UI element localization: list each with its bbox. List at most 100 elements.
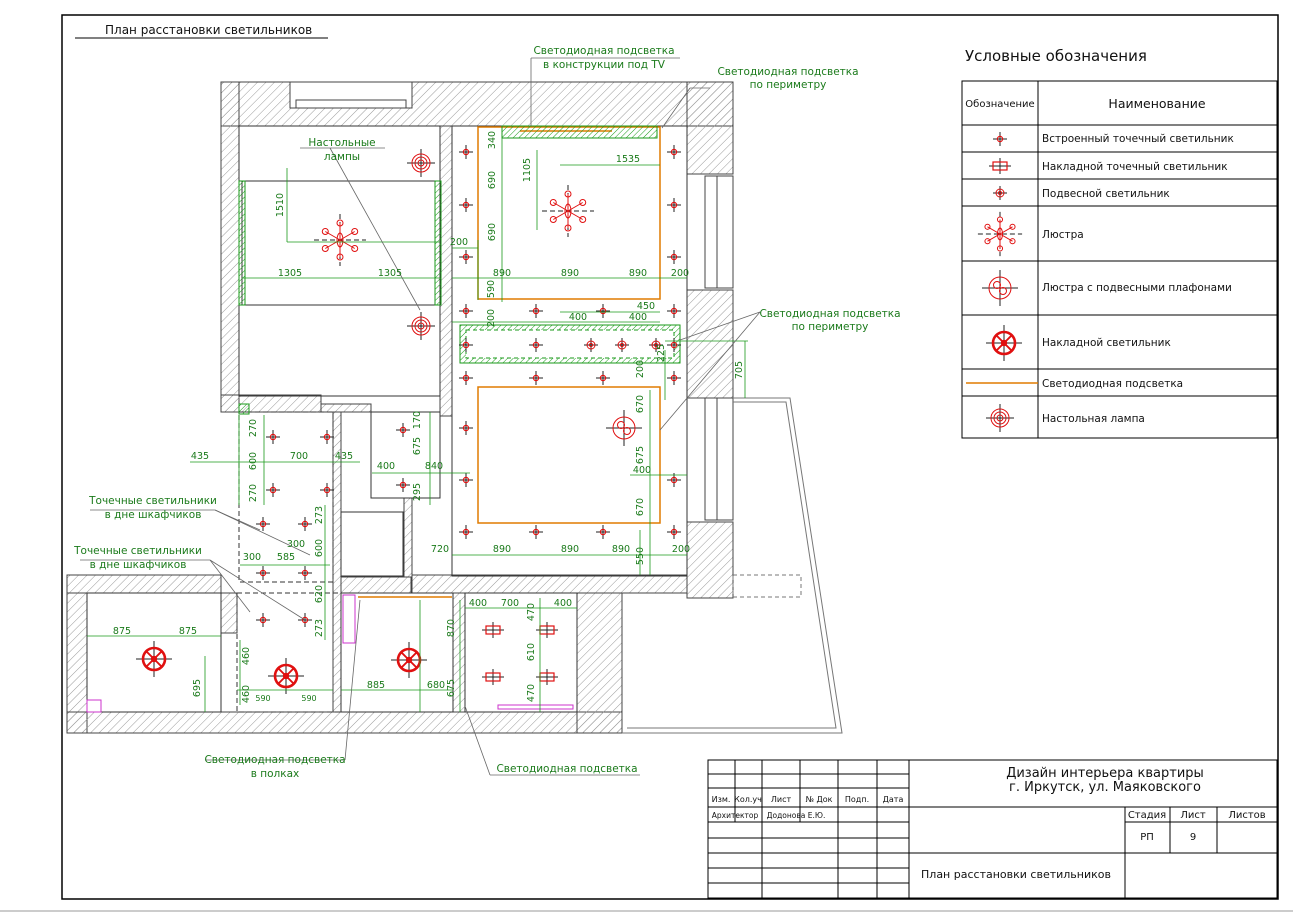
stamp-h-sheets: Листов: [1228, 810, 1265, 821]
dim-670-b: 670: [635, 498, 646, 516]
dim-890-c: 890: [629, 268, 647, 279]
dim-890-d: 890: [493, 544, 511, 555]
recessed-spot-icon: [667, 198, 681, 212]
dim-890-a: 890: [493, 268, 511, 279]
stamp-project-title-2: г. Иркутск, ул. Маяковского: [1009, 780, 1201, 795]
dim-270-b: 270: [248, 484, 259, 502]
dim-870: 870: [446, 619, 457, 637]
dim-435-b: 435: [335, 451, 353, 462]
dim-400-f: 400: [554, 598, 572, 609]
recessed-spot-icon: [459, 338, 473, 352]
sheet-title: План расстановки светильников: [105, 23, 312, 37]
recessed-spot-icon: [529, 338, 543, 352]
surface-spot-icon: [536, 669, 558, 685]
recessed-spot-icon: [256, 517, 270, 531]
legend-col-symbol: Обозначение: [965, 99, 1034, 110]
stamp-role: Архитектор: [712, 811, 759, 820]
recessed-spot-icon: [459, 421, 473, 435]
dim-720: 720: [431, 544, 449, 555]
pendant-icon: [993, 186, 1007, 200]
dim-170: 170: [412, 411, 423, 429]
label-led-perimeter-top-2: по периметру: [750, 79, 827, 91]
desk-lamp-icon: [986, 404, 1014, 432]
leader-lines: [80, 57, 761, 776]
dim-610: 610: [526, 643, 537, 661]
recessed-spot-icon: [459, 250, 473, 264]
recessed-spot-icon: [256, 613, 270, 627]
dim-890-f: 890: [612, 544, 630, 555]
dim-295: 295: [412, 483, 423, 501]
stamp-stage: РП: [1140, 832, 1154, 843]
sheet-frame: [61, 14, 1279, 900]
dim-690-b: 690: [487, 223, 498, 241]
stamp-h-kol: Кол.уч: [734, 795, 762, 804]
walls: [66, 81, 734, 734]
recessed-spot-icon: [529, 304, 543, 318]
dim-875-b: 875: [179, 626, 197, 637]
dim-585: 585: [277, 552, 295, 563]
dim-200-c: 200: [486, 309, 497, 327]
recessed-spot-icon: [667, 525, 681, 539]
floor-plan: 1510 1305 1305 340 1105 1535 690 690 200…: [66, 45, 901, 780]
surface-spot-icon: [536, 622, 558, 638]
stamp-sheet: 9: [1190, 832, 1196, 843]
dim-700-b: 700: [501, 598, 519, 609]
dim-590-a: 590: [255, 694, 270, 703]
legend: Условные обозначения Обозначение Наимено…: [961, 47, 1278, 439]
recessed-spot-icon: [459, 304, 473, 318]
desk-lamp-icon: [407, 312, 435, 340]
dim-450: 450: [637, 301, 655, 312]
dim-470-a: 470: [526, 603, 537, 621]
recessed-spot-icon: [667, 371, 681, 385]
dim-273-a: 273: [314, 506, 325, 524]
legend-item-name: Светодиодная подсветка: [1042, 378, 1183, 390]
dim-435-a: 435: [191, 451, 209, 462]
label-desk-lamps-2: лампы: [324, 151, 360, 163]
legend-item-name: Подвесной светильник: [1042, 188, 1170, 200]
recessed-spot-icon: [667, 304, 681, 318]
dim-460-a: 460: [241, 647, 252, 665]
label-led-bottom: Светодиодная подсветка: [496, 763, 637, 775]
surface-lamp-icon: [268, 658, 304, 694]
windows: [289, 81, 734, 521]
legend-title: Условные обозначения: [965, 47, 1147, 65]
label-desk-lamps-1: Настольные: [308, 137, 375, 149]
dim-620: 620: [314, 585, 325, 603]
dim-550: 550: [635, 547, 646, 565]
recessed-spot-icon: [320, 483, 334, 497]
dim-840: 840: [425, 461, 443, 472]
dim-273-b: 273: [314, 619, 325, 637]
legend-col-name: Наименование: [1108, 96, 1205, 111]
pendant-icon: [584, 338, 598, 352]
stamp-h-izm: Изм.: [712, 795, 731, 804]
stamp-h-podp: Подп.: [845, 795, 869, 804]
annotation-labels: Настольные лампы Светодиодная подсветка …: [73, 45, 900, 780]
recessed-spot-icon: [459, 198, 473, 212]
stamp-drawing-name: План расстановки светильников: [921, 868, 1111, 881]
label-led-tv-2: в конструкции под TV: [543, 59, 666, 71]
recessed-spot-icon: [459, 525, 473, 539]
recessed-spot-icon: [459, 473, 473, 487]
chandelier-icon: [977, 211, 1023, 257]
legend-item-name: Настольная лампа: [1042, 413, 1145, 425]
dim-875-a: 875: [113, 626, 131, 637]
dim-225: 225: [656, 344, 667, 362]
dim-600-a: 600: [248, 452, 259, 470]
dim-890-b: 890: [561, 268, 579, 279]
label-led-perimeter-top-1: Светодиодная подсветка: [717, 66, 858, 78]
dim-890-e: 890: [561, 544, 579, 555]
pendant-icon: [649, 338, 663, 352]
recessed-spot-icon: [298, 566, 312, 580]
label-spots-cabinets-1b: в дне шкафчиков: [105, 509, 202, 521]
chandelier-pendant-icon: [982, 270, 1018, 306]
dim-400-c: 400: [633, 465, 651, 476]
dim-690-a: 690: [487, 171, 498, 189]
dim-695: 695: [192, 679, 203, 697]
dim-1535: 1535: [616, 154, 640, 165]
dim-300-b: 300: [243, 552, 261, 563]
dim-400-e: 400: [469, 598, 487, 609]
chandelier-icon: [542, 185, 594, 237]
recessed-spot-icon: [667, 145, 681, 159]
legend-item-name: Встроенный точечный светильник: [1042, 133, 1234, 145]
